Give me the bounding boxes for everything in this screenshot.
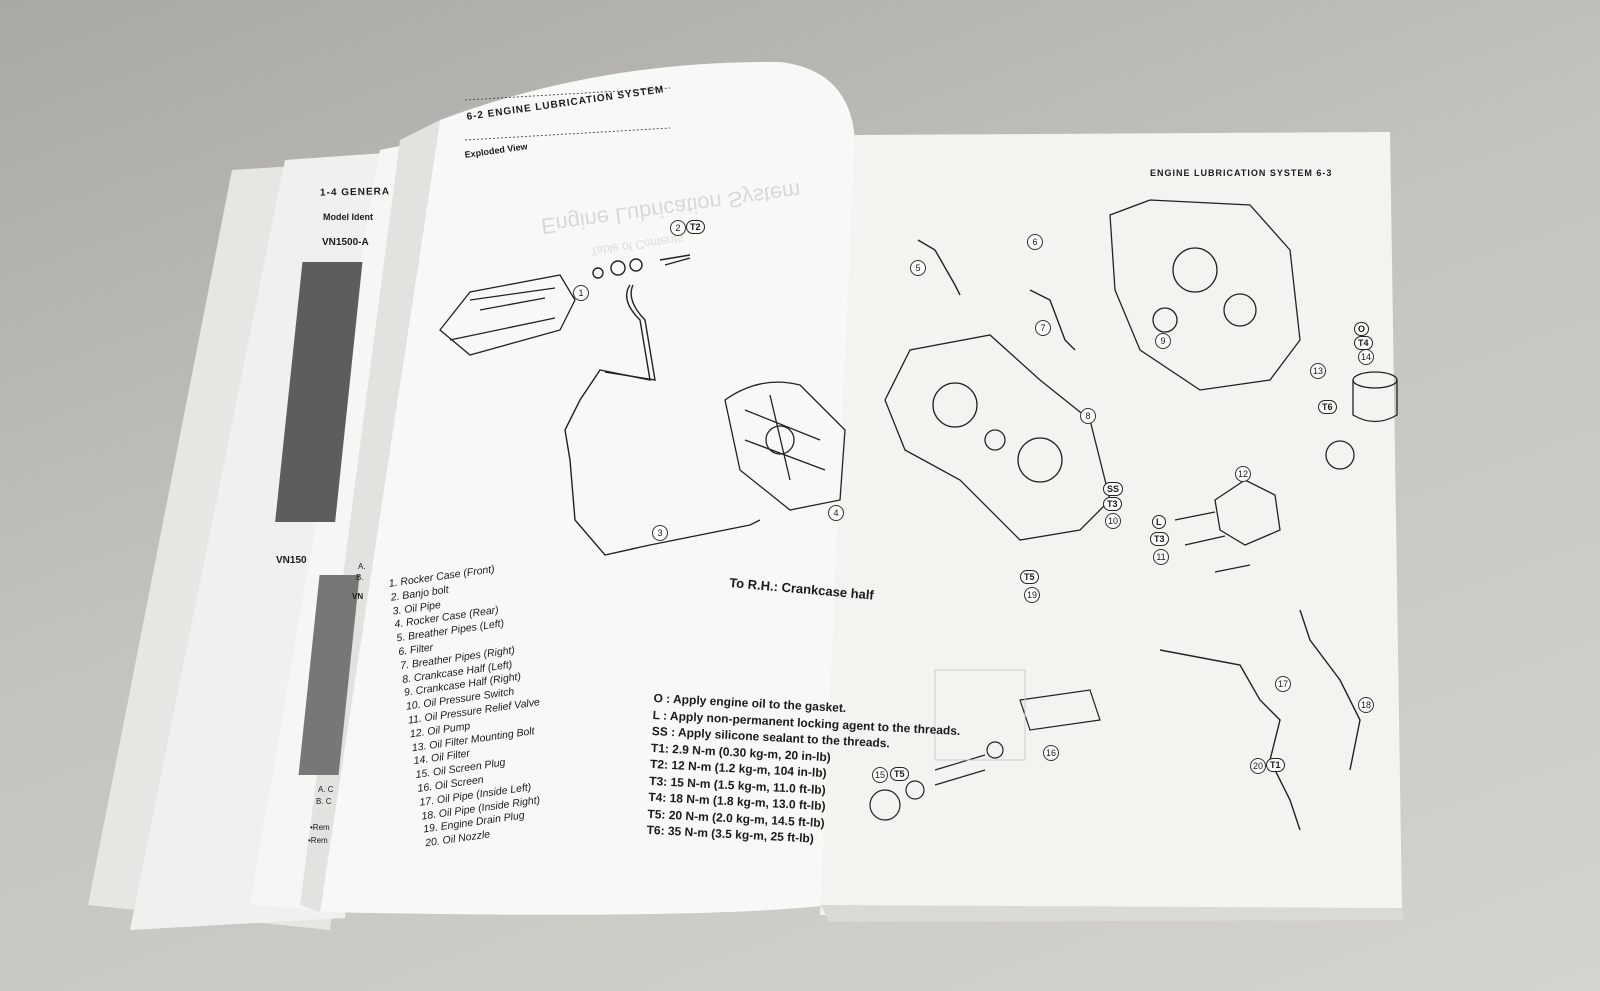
callout-6: 6 — [1027, 234, 1043, 250]
faint-box — [934, 669, 1026, 761]
back-caption-b2: B. — [356, 573, 364, 582]
back-remark-2: •Rem — [308, 836, 328, 845]
badge-t3-b: T3 — [1150, 532, 1169, 546]
back-page-model-2: VN150 — [276, 555, 307, 566]
crankcase-right-drawing — [1109, 199, 1301, 391]
callout-14: 14 — [1358, 349, 1374, 365]
back-photo-1 — [275, 262, 363, 522]
left-page — [320, 61, 855, 915]
callout-1: 1 — [573, 285, 589, 301]
callout-16: 16 — [1043, 745, 1059, 761]
callout-7: 7 — [1035, 320, 1051, 336]
badge-ss: SS — [1103, 482, 1124, 496]
breather-pipes-drawing — [917, 239, 1076, 351]
badge-t6: T6 — [1318, 400, 1337, 414]
badge-l: L — [1152, 515, 1166, 529]
back-caption-a: A. C — [318, 785, 334, 794]
callout-9: 9 — [1155, 333, 1171, 349]
callout-10: 10 — [1105, 513, 1121, 529]
oil-filter-drawing — [1352, 371, 1398, 423]
torque-badge-t2: T2 — [686, 220, 705, 234]
inner-oil-pipes-drawing — [1159, 609, 1361, 831]
back-caption-b: B. C — [316, 797, 332, 806]
rocker-case-front-drawing — [439, 274, 576, 356]
callout-13: 13 — [1310, 363, 1326, 379]
badge-t1: T1 — [1266, 758, 1285, 772]
back-photo-2 — [298, 575, 360, 775]
badge-o: O — [1354, 322, 1370, 336]
badge-t4: T4 — [1354, 336, 1373, 350]
callout-11: 11 — [1153, 549, 1169, 565]
callout-15: 15 — [872, 767, 888, 783]
back-page-model-3: VN — [352, 592, 364, 601]
badge-t5-a: T5 — [1020, 570, 1039, 584]
callout-19: 19 — [1024, 587, 1040, 603]
callout-5: 5 — [910, 260, 926, 276]
badge-t5-b: T5 — [890, 767, 909, 781]
callout-2: 2 — [670, 220, 686, 236]
torque-notes: O : Apply engine oil to the gasket. L : … — [646, 690, 961, 854]
back-page-header: 1-4 GENERA — [319, 186, 391, 199]
callout-18: 18 — [1358, 697, 1374, 713]
callout-4: 4 — [828, 505, 844, 521]
rocker-case-rear-drawing — [724, 381, 846, 511]
callout-12: 12 — [1235, 466, 1251, 482]
back-page-model-1: VN1500-A — [322, 237, 369, 248]
back-caption-a2: A. — [358, 562, 366, 571]
back-remark-1: •Rem — [310, 823, 330, 832]
badge-t3-a: T3 — [1103, 497, 1122, 511]
callout-3: 3 — [652, 525, 668, 541]
oil-pipe-drawing — [564, 254, 761, 556]
back-page-subheader: Model Ident — [323, 212, 373, 222]
callout-17: 17 — [1275, 676, 1291, 692]
page-bottom-edge — [820, 905, 1404, 922]
callout-8: 8 — [1080, 408, 1096, 424]
oil-screen-drawing — [869, 689, 1101, 821]
callout-20: 20 — [1250, 758, 1266, 774]
right-page-header: ENGINE LUBRICATION SYSTEM 6-3 — [1150, 168, 1333, 178]
